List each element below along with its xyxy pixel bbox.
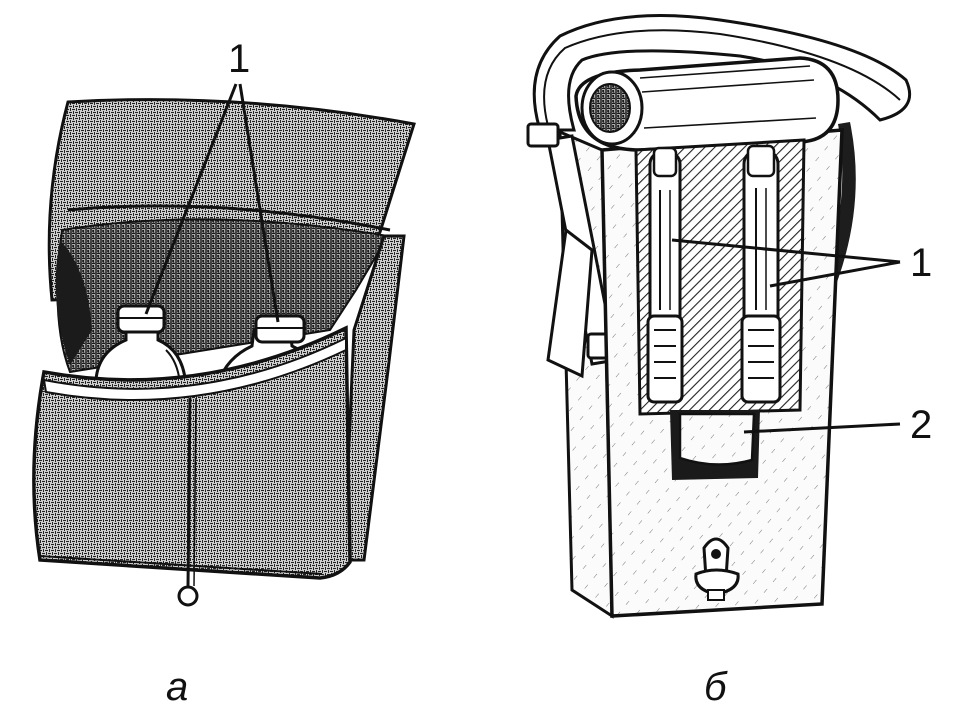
case-b-clasp (694, 537, 740, 601)
figure-b-caption: б (704, 665, 728, 709)
figure-b-case (526, 14, 912, 619)
bag-a-center-seam (186, 397, 192, 587)
tube-left (646, 146, 684, 404)
figure-b-callout-2: 2 (910, 403, 932, 447)
figure-a-caption: а (166, 665, 188, 709)
bag-a-pocket-seam (42, 336, 347, 401)
bag-a-flap-fold (67, 204, 391, 232)
bag-a-toggle-button (177, 585, 199, 607)
bag-a-left-shadow (55, 240, 92, 365)
tube-right (740, 144, 782, 404)
bottle-left (94, 304, 188, 394)
figure-b-callout-1: 1 (910, 241, 932, 285)
figure-a-leaders (144, 83, 280, 323)
bag-a-right-side (342, 234, 406, 562)
case-b-strap (532, 14, 912, 132)
figure-a-bag (32, 98, 416, 607)
figure-a-callout-1: 1 (228, 37, 250, 81)
figure-b-leaders (671, 238, 901, 434)
strap-buckle-top (526, 122, 560, 148)
